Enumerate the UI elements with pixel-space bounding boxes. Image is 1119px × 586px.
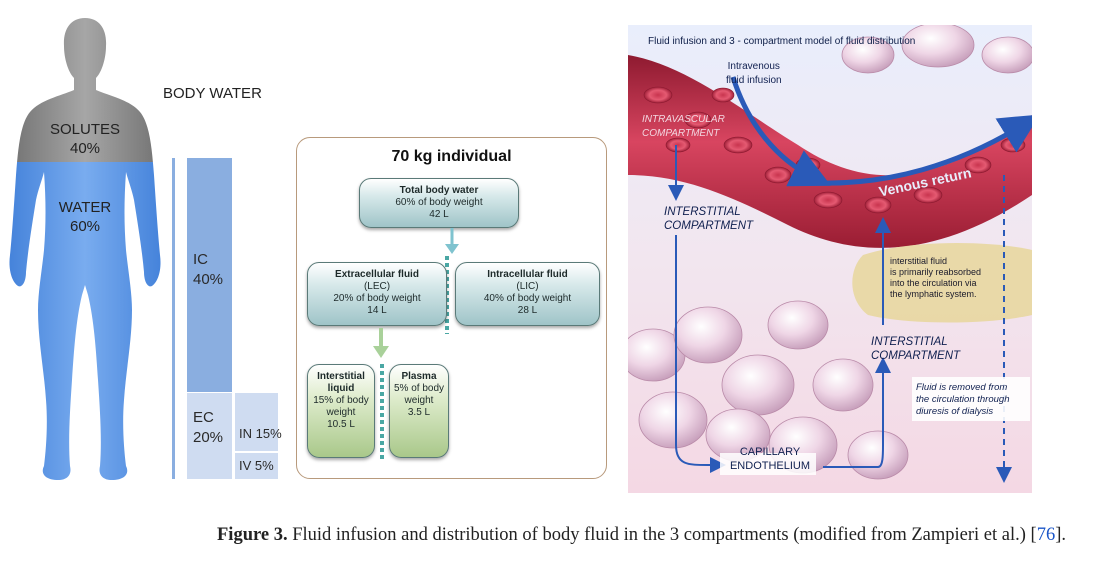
fluid-distribution-illustration: Fluid infusion and 3 - compartment model… (628, 25, 1032, 493)
plasma-box: Plasma 5% of body weight 3.5 L (389, 364, 449, 458)
total-arrow (445, 228, 459, 254)
intracellular-fluid-box: Intracellular fluid (LIC) 40% of body we… (455, 262, 600, 326)
panel-c-title: Fluid infusion and 3 - compartment model… (648, 36, 916, 47)
figure-caption: Figure 3. Fluid infusion and distributio… (217, 521, 1112, 550)
panel-b-title: 70 kg individual (391, 148, 512, 165)
iv-label: IV 5% (239, 458, 274, 473)
interstitial-liquid-box: Interstitial liquid 15% of body weight 1… (307, 364, 375, 458)
reference-link[interactable]: 76 (1036, 525, 1056, 545)
ic-bar (187, 158, 232, 392)
iv-bar (235, 453, 278, 479)
total-water-bar (172, 158, 175, 479)
extracellular-fluid-box: Extracellular fluid (LEC) 20% of body we… (307, 262, 447, 326)
body-water-title: BODY WATER (163, 85, 262, 102)
seventy-kg-panel: 70 kg individual Total body water 60% of… (296, 137, 607, 479)
caption-text: Fluid infusion and distribution of body … (287, 525, 1037, 545)
human-figure (9, 18, 161, 480)
in-label: IN 15% (239, 426, 282, 441)
in-bar (235, 393, 278, 451)
split-line (445, 256, 449, 334)
ecf-split-line (380, 364, 384, 460)
total-body-water-box: Total body water 60% of body weight 42 L (359, 178, 519, 228)
compartment-illustration (628, 25, 1032, 493)
figure-label: Figure 3. (217, 525, 288, 545)
caption-end: ]. (1055, 525, 1066, 545)
ecf-arrow (373, 328, 389, 358)
ec-bar (187, 393, 232, 479)
